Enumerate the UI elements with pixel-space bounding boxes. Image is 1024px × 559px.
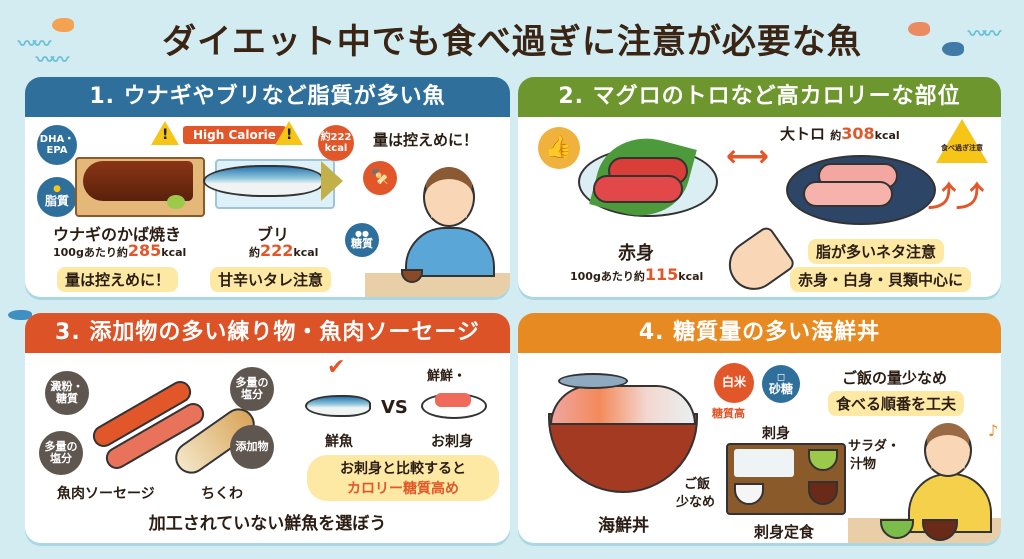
- otoro-sushi-image: [803, 181, 893, 207]
- yellowtail-name: ブリ: [257, 225, 290, 244]
- page-title: ダイエット中でも食べ過ぎに注意が必要な魚: [162, 22, 862, 62]
- wave-decoration: 〰〰: [968, 24, 1001, 45]
- pointing-hand-icon: [719, 224, 797, 297]
- starch-carb-bubble: 澱粉・糖質: [45, 371, 89, 415]
- sashimi-plate: [734, 449, 794, 477]
- rice-less-label-2: 少なめ: [676, 495, 716, 510]
- akami-name: 赤身: [618, 243, 654, 264]
- panel-fatty-fish: 1. ウナギやブリなど脂質が多い魚 DHA・EPA ●脂質 High Calor…: [25, 77, 510, 297]
- panel-header: 2. マグロのトロなど高カロリーな部位: [518, 77, 1001, 117]
- salt-bubble: 多量の塩分: [39, 431, 83, 475]
- man-eating-illustration: [405, 227, 495, 277]
- yellowtail-calories: 約222kcal: [249, 241, 319, 260]
- eel-note: 量は控えめに！: [57, 267, 179, 292]
- fresh-fish-label: 鮮魚: [325, 434, 353, 450]
- kaisendon-toppings: [550, 385, 696, 425]
- sashimi-label: お刺身: [431, 434, 473, 450]
- miso-soup-icon: [808, 481, 838, 505]
- chikuwa-label: ちくわ: [201, 486, 243, 502]
- oil-drop-icon: ●: [53, 184, 61, 195]
- miso-soup-bowl: [401, 269, 423, 283]
- fish-icon: [942, 42, 964, 56]
- sashimi-top-label: 鮮鮮・: [427, 369, 467, 384]
- up-arrows-icon: ⤴⤴: [928, 180, 985, 213]
- wave-decoration: 〰〰: [18, 34, 51, 55]
- wave-decoration: 〰〰: [36, 50, 69, 71]
- sugar-cube-icon: ◻: [776, 371, 786, 383]
- sashimi-slices: [435, 393, 471, 407]
- rice-less-label-1: ご飯: [684, 477, 711, 492]
- fish-sausage-label: 魚肉ソーセージ: [57, 486, 155, 502]
- eel-calories: 100gあたり約285kcal: [53, 241, 187, 260]
- thumbs-up-icon: 👍: [538, 127, 580, 169]
- fatty-neta-note: 脂が多いネタ注意: [808, 239, 945, 264]
- high-carb-label: 糖質高: [712, 407, 745, 420]
- sauce-speech-bubble-icon: 🍢: [363, 161, 397, 195]
- warning-sign-icon: [936, 119, 988, 163]
- fish-icon: [8, 310, 32, 320]
- additive-bubble: 添加物: [230, 425, 274, 469]
- salad-soup-label-2: 汁物: [850, 457, 877, 472]
- compare-arrow-icon: ⟷: [726, 139, 770, 174]
- otoro-calories: 大トロ 約308kcal: [780, 124, 900, 143]
- akami-sushi-image: [593, 175, 683, 203]
- mackerel-topping: [558, 373, 628, 389]
- lean-fish-note: 赤身・白身・貝類中心に: [790, 267, 972, 292]
- kaisendon-label: 海鮮丼: [598, 516, 649, 536]
- music-note-icon: ♪: [988, 421, 999, 440]
- rice-bowl-icon: [734, 483, 764, 505]
- comparison-note: お刺身と比較すると カロリー糖質高め: [307, 455, 499, 501]
- salad-soup-label-1: サラダ・: [848, 439, 901, 454]
- panel-processed-fish: 3. 添加物の多い練り物・魚肉ソーセージ 澱粉・糖質 多量の塩分 多量の塩分 添…: [25, 313, 510, 543]
- yellowtail-image: [203, 165, 323, 197]
- man-head: [423, 167, 475, 227]
- carb-badge: ●●糖質: [345, 223, 379, 257]
- vs-label: VS: [381, 397, 408, 418]
- tip-rice-less: ご飯の量少なめ: [842, 369, 948, 387]
- kaisendon-bowl-image: [548, 413, 698, 493]
- check-icon: ✔: [327, 355, 346, 380]
- panel-kaisendon: 4. 糖質量の多い海鮮丼 白米 糖質高 ◻ 砂糖 海鮮丼 ご飯 少なめ 刺身 刺…: [518, 313, 1001, 543]
- footer-advice: 加工されていない鮮魚を選ぼう: [148, 514, 387, 534]
- grilled-eel-image: [83, 161, 193, 201]
- warning-icon: [275, 121, 303, 145]
- panel-header: 4. 糖質量の多い海鮮丼: [518, 313, 1001, 353]
- eel-name: ウナギのかば焼き: [53, 225, 182, 244]
- fish-icon: [52, 18, 74, 32]
- fat-badge: ●脂質: [37, 177, 77, 217]
- panel-header: 3. 添加物の多い練り物・魚肉ソーセージ: [25, 313, 510, 353]
- fresh-fish-image: [305, 395, 371, 417]
- sugar-badge: ◻ 砂糖: [762, 365, 800, 403]
- fish-icon: [908, 22, 930, 36]
- sashimi-top-label: 刺身: [762, 426, 790, 442]
- high-calorie-label: High Calorie: [183, 126, 286, 144]
- yellowtail-note: 甘辛いタレ注意: [210, 267, 332, 292]
- dha-epa-badge: DHA・EPA: [37, 125, 77, 165]
- warning-sign-text: 食べ過ぎ注意: [941, 144, 983, 152]
- panel-header: 1. ウナギやブリなど脂質が多い魚: [25, 77, 510, 117]
- tip-eating-order: 食べる順番を工夫: [828, 391, 965, 416]
- panel-toro: 2. マグロのトロなど高カロリーな部位 👍 ⟷ 大トロ 約308kcal 食べ過…: [518, 77, 1001, 297]
- akami-calories: 100gあたり約115kcal: [570, 265, 704, 284]
- wasabi-icon: [167, 195, 185, 209]
- warning-icon: [151, 121, 179, 145]
- sashimi-set-label: 刺身定食: [754, 523, 815, 541]
- woman-head: [924, 423, 972, 477]
- person-caption: 量は控えめに！: [373, 131, 479, 149]
- fish-tail: [321, 161, 343, 201]
- salad-bowl-icon: [808, 449, 838, 471]
- dining-table: [365, 273, 510, 297]
- salt-bubble: 多量の塩分: [230, 367, 274, 411]
- white-rice-badge: 白米: [714, 363, 754, 403]
